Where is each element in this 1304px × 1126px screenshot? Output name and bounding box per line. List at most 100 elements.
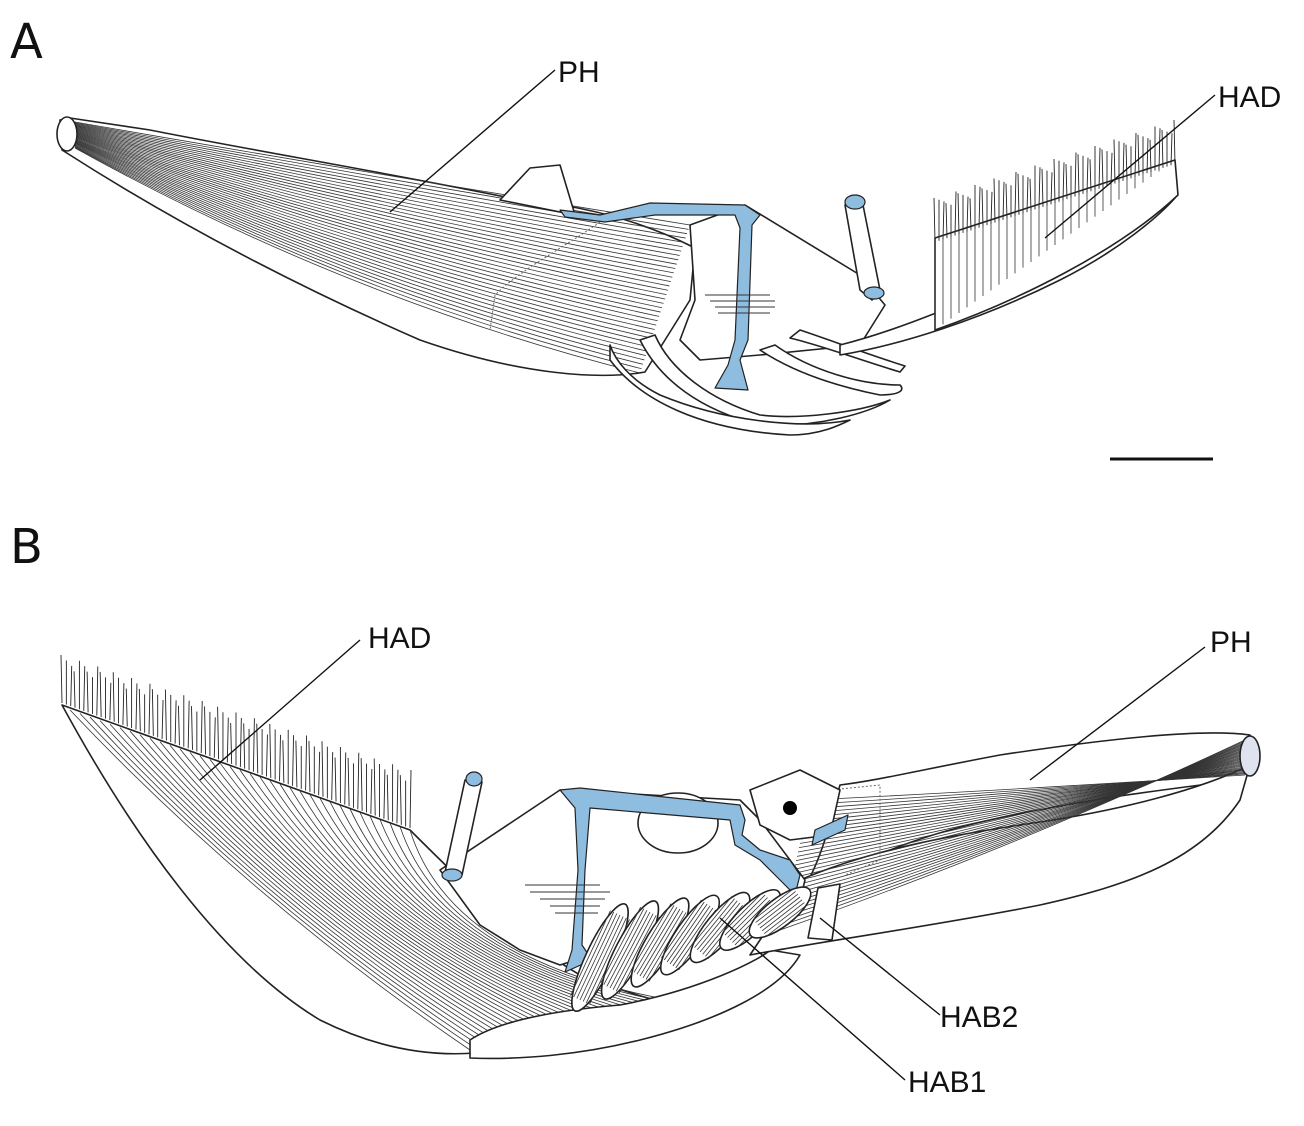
panel-b-hab2-label: HAB2: [940, 1001, 1018, 1034]
fiber-line: [87, 672, 88, 713]
fiber-line: [1087, 158, 1088, 193]
fiber-line: [1123, 143, 1124, 181]
fiber-line: [374, 759, 375, 816]
fiber-line: [283, 740, 284, 782]
fiber-line: [335, 758, 336, 802]
fiber-line: [1099, 148, 1100, 189]
panel-a-letter: A: [10, 14, 43, 70]
fiber-line: [188, 701, 189, 749]
fiber-line: [1126, 145, 1127, 180]
fiber-line: [410, 770, 411, 828]
fiber-line: [1090, 159, 1091, 191]
fiber-line: [162, 700, 163, 739]
fiber-line: [113, 672, 114, 722]
fiber-line: [201, 701, 202, 753]
fiber-line: [1018, 174, 1019, 215]
fiber-line: [296, 741, 297, 788]
fiber-line: [152, 689, 153, 736]
panel-a: A: [10, 14, 1281, 459]
fiber-line: [244, 723, 245, 768]
panel-a-had-label: HAD: [1218, 81, 1281, 114]
fiber-line: [371, 769, 372, 814]
fiber-line: [240, 718, 241, 767]
fiber-line: [293, 735, 294, 786]
fiber-line: [1030, 179, 1031, 211]
fiber-line: [71, 666, 72, 706]
fiber-line: [1003, 182, 1004, 220]
panel-b-had-label: HAD: [368, 622, 431, 655]
panel-a-ph-tendon-cap: [57, 117, 77, 151]
fiber-line: [387, 775, 388, 820]
fiber-line: [946, 203, 947, 238]
fiber-line: [955, 192, 956, 236]
fiber-line: [126, 689, 127, 727]
fiber-line: [1015, 172, 1016, 216]
fiber-line: [1063, 162, 1064, 200]
fiber-line: [1102, 149, 1103, 187]
fiber-line: [1075, 153, 1076, 197]
fiber-line: [165, 690, 166, 741]
fiber-line: [1006, 184, 1007, 219]
fiber-line: [982, 188, 983, 226]
fiber-line: [1174, 120, 1175, 164]
fiber-line: [1150, 140, 1151, 172]
fiber-line: [1114, 140, 1115, 184]
panel-b-ph-label: PH: [1210, 626, 1252, 659]
fiber-line: [280, 735, 281, 781]
fiber-line: [266, 735, 267, 777]
fiber-line: [84, 666, 85, 711]
fiber-line: [345, 752, 346, 804]
fiber-line: [149, 684, 150, 735]
fiber-line: [967, 197, 968, 232]
fiber-line: [1039, 167, 1040, 208]
fiber-line: [253, 718, 254, 772]
fiber-line: [943, 201, 944, 239]
panel-a-ph-label: PH: [558, 56, 600, 89]
fiber-line: [361, 758, 362, 811]
fiber-line: [61, 655, 62, 703]
fiber-line: [231, 723, 232, 764]
fiber-line: [100, 672, 101, 717]
fiber-line: [1078, 154, 1079, 195]
fiber-line: [175, 700, 176, 743]
fiber-line: [384, 769, 385, 818]
fiber-line: [970, 198, 971, 230]
fiber-line: [1159, 128, 1160, 169]
panel-b-letter: B: [10, 519, 43, 575]
fiber-line: [205, 706, 206, 754]
fiber-line: [178, 706, 179, 745]
panel-a-ph-muscle: [57, 117, 695, 375]
fiber-line: [934, 198, 935, 242]
fiber-line: [136, 683, 137, 729]
panel-b-hab1-label: HAB1: [908, 1066, 986, 1099]
fiber-line: [979, 187, 980, 228]
fiber-line: [139, 689, 140, 731]
fiber-line: [110, 683, 111, 720]
fiber-line: [958, 193, 959, 234]
fiber-line: [397, 770, 398, 824]
fiber-line: [1054, 159, 1055, 203]
fiber-line: [1147, 138, 1148, 173]
fiber-line: [1042, 169, 1043, 207]
fiber-line: [1162, 130, 1163, 168]
fiber-line: [400, 775, 401, 825]
fiber-line: [214, 717, 215, 757]
fiber-line: [74, 671, 75, 707]
panel-b-ph-tendon-cap: [1240, 736, 1260, 776]
fiber-line: [319, 752, 320, 795]
fiber-line: [1027, 177, 1028, 212]
fiber-line: [306, 736, 307, 791]
fiber-line: [1138, 135, 1139, 176]
panel-b: B: [10, 519, 1260, 1099]
fiber-line: [994, 179, 995, 223]
fiber-line: [322, 741, 323, 797]
fiber-line: [348, 758, 349, 806]
fiber-line: [123, 683, 124, 725]
fiber-line: [97, 667, 98, 716]
fiber-line: [218, 707, 219, 760]
fiber-line: [309, 741, 310, 792]
fiber-line: [192, 706, 193, 750]
fiber-line: [270, 724, 271, 778]
fiber-line: [358, 753, 359, 810]
fiber-line: [1135, 133, 1136, 177]
